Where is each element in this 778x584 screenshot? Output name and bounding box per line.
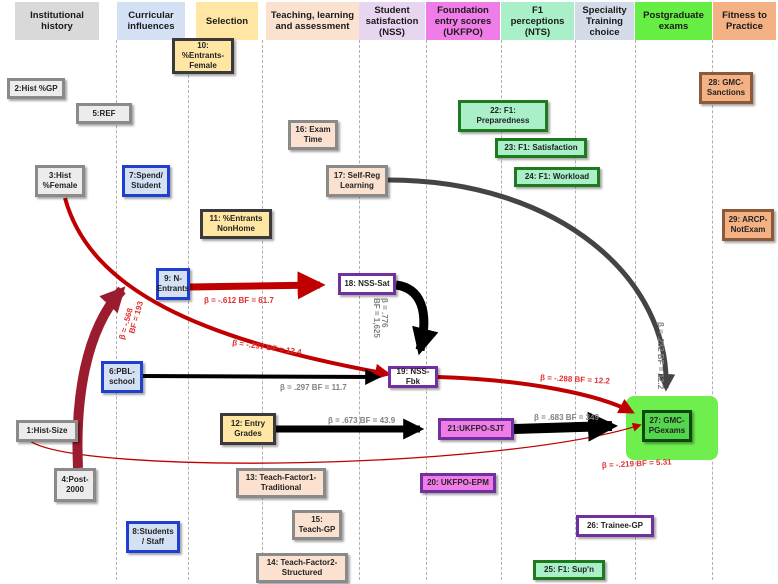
label-9-18: β = -.612 BF = 61.7 bbox=[204, 296, 274, 305]
node-21-ukfpo-sjt: 21:UKFPO-SJT bbox=[438, 418, 514, 440]
label-17-27: β = .232 BF = 12.2 bbox=[656, 322, 665, 390]
arrow-6-19 bbox=[141, 368, 382, 385]
node-28-gmc-sanctions: 28: GMC- Sanctions bbox=[699, 72, 753, 104]
node-14-teach-factor2: 14: Teach-Factor2- Structured bbox=[256, 553, 348, 583]
arrow-4-9 bbox=[72, 286, 126, 469]
node-10-entrants-female: 10: %Entrants- Female bbox=[172, 38, 234, 74]
label-12-21: β = .673 BF = 43.9 bbox=[328, 416, 396, 425]
header-f1-perceptions: F1 perceptions (NTS) bbox=[501, 2, 574, 40]
column-divider bbox=[635, 40, 636, 580]
arrow-9-18 bbox=[189, 271, 326, 300]
node-22-f1-preparedness: 22: F1: Preparedness bbox=[458, 100, 548, 132]
header-selection: Selection bbox=[196, 2, 258, 40]
column-divider bbox=[712, 40, 713, 580]
arrow-21-27 bbox=[513, 411, 618, 442]
node-27-gmc-pgexams: 27: GMC- PGexams bbox=[642, 410, 692, 442]
node-16-exam-time: 16: Exam Time bbox=[288, 120, 338, 150]
node-2-hist-gp: 2:Hist %GP bbox=[7, 78, 65, 99]
node-1-hist-size: 1:Hist-Size bbox=[16, 420, 78, 442]
node-24-f1-workload: 24: F1: Workload bbox=[514, 167, 600, 187]
arrow-17-27 bbox=[387, 177, 676, 392]
label-18-19-beta: β = .776 bbox=[380, 298, 389, 328]
node-29-arcp-notexam: 29: ARCP- NotExam bbox=[722, 209, 774, 241]
node-23-f1-satisfaction: 23: F1: Satisfaction bbox=[495, 138, 587, 158]
node-3-hist-female: 3:Hist %Female bbox=[35, 165, 85, 197]
label-21-27: β = .683 BF = 349 bbox=[534, 413, 599, 422]
label-1-27: β = -.219 BF = 5.31 bbox=[602, 457, 673, 470]
arrow-3-19 bbox=[63, 197, 392, 380]
node-11-entrants-nonhome: 11: %Entrants NonHome bbox=[200, 209, 272, 239]
header-fitness-to-practice: Fitness to Practice bbox=[713, 2, 776, 40]
label-18-19-bf: BF = 1,625 bbox=[372, 298, 381, 338]
column-divider bbox=[575, 40, 576, 580]
arrow-19-27 bbox=[437, 375, 635, 414]
node-5-ref: 5:REF bbox=[76, 103, 132, 124]
column-divider bbox=[359, 40, 360, 580]
header-foundation-entry: Foundation entry scores (UKFPO) bbox=[426, 2, 500, 40]
node-12-entry-grades: 12: Entry Grades bbox=[220, 413, 276, 445]
node-17-self-reg: 17: Self-Reg Learning bbox=[326, 165, 388, 197]
label-6-19: β = .297 BF = 11.7 bbox=[280, 383, 347, 392]
node-20-ukfpo-epm: 20: UKFPO-EPM bbox=[420, 473, 496, 493]
node-6-pbl-school: 6:PBL- school bbox=[101, 361, 143, 393]
node-26-trainee-gp: 26: Trainee-GP bbox=[576, 515, 654, 537]
column-divider bbox=[188, 40, 189, 580]
node-19-nss-fbk: 19: NSS-Fbk bbox=[388, 366, 438, 388]
node-18-nss-sat: 18: NSS-Sat bbox=[338, 273, 396, 295]
arrow-18-19 bbox=[395, 280, 439, 356]
label-19-27: β = -.288 BF = 12.2 bbox=[540, 373, 611, 386]
header-postgraduate-exams: Postgraduate exams bbox=[635, 2, 712, 40]
label-3-19: β = -.297 BF = 12.4 bbox=[232, 338, 303, 357]
header-institutional-history: Institutional history bbox=[15, 2, 99, 40]
node-13-teach-factor1: 13: Teach-Factor1- Traditional bbox=[236, 468, 326, 498]
node-9-n-entrants: 9: N- Entrants bbox=[156, 268, 190, 300]
header-student-satisfaction: Student satisfaction (NSS) bbox=[359, 2, 425, 40]
column-divider bbox=[262, 40, 263, 580]
node-8-students-staff: 8:Students / Staff bbox=[126, 521, 180, 553]
arrow-1-27 bbox=[29, 422, 642, 464]
header-speciality-training: Speciality Training choice bbox=[575, 2, 634, 40]
node-7-spend-student: 7:Spend/ Student bbox=[122, 165, 170, 197]
node-4-post-2000: 4:Post- 2000 bbox=[54, 468, 96, 502]
column-divider bbox=[501, 40, 502, 580]
header-teaching-learning: Teaching, learning and assessment bbox=[266, 2, 359, 40]
node-25-f1-supn: 25: F1: Sup'n bbox=[533, 560, 605, 580]
header-curricular-influences: Curricular influences bbox=[117, 2, 185, 40]
node-15-teach-gp: 15: Teach-GP bbox=[292, 510, 342, 540]
